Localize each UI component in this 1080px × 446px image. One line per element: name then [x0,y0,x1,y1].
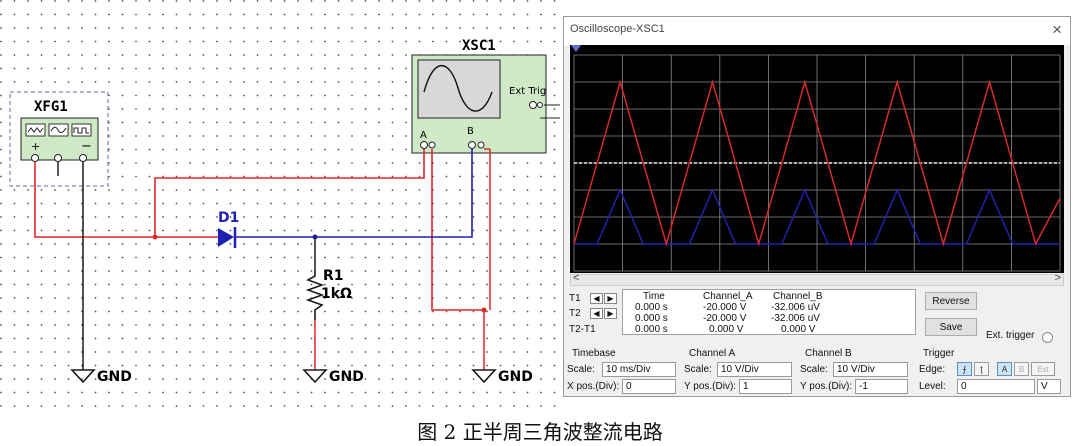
trigger-source-a-button[interactable]: A [997,362,1012,376]
reverse-button[interactable]: Reverse [925,292,977,310]
ext-trigger-label: Ext. trigger [986,330,1035,341]
ground-label-2: GND [329,369,364,385]
t1-left-button[interactable]: ◀ [590,293,603,304]
channel-a-scale-field[interactable]: 10 V/Div [717,362,792,377]
channel-b-ypos-label: Y pos.(Div): [800,381,853,392]
delta-time: 0.000 s [635,324,668,335]
close-icon[interactable]: × [1052,20,1062,39]
ground-symbol-1: GND [70,369,132,385]
channel-b-label: B [467,126,474,137]
trigger-level-field[interactable]: 0 [957,379,1035,394]
channel-b-plus-terminal[interactable] [468,141,476,149]
generator-label: XFG1 [34,99,68,115]
t2-time: 0.000 s [635,313,668,324]
channel-b-minus-terminal[interactable] [477,141,485,149]
channel-a-trace [573,79,1061,247]
scroll-right-icon[interactable]: > [1054,272,1061,284]
delta-channel-a: 0.000 V [709,324,744,335]
oscilloscope-window: Oscilloscope-XSC1 × < > T1 T2 T2-T1 ◀ ▶ … [563,16,1071,397]
window-title: Oscilloscope-XSC1 [570,23,665,35]
resistor-r1[interactable]: R1 1kΩ [305,268,352,320]
t2-t1-label: T2-T1 [569,324,596,335]
header-time: Time [643,291,665,302]
timebase-scale-field[interactable]: 10 ms/Div [602,362,676,377]
function-generator[interactable]: XFG1 + − [9,91,109,187]
timebase-title: Timebase [572,348,616,359]
trigger-level-label: Level: [919,381,946,392]
channel-a-ypos-label: Y pos.(Div): [684,381,737,392]
scope-screen-icon [423,64,493,112]
channel-a-plus-terminal[interactable] [420,141,428,149]
channel-a-scale-label: Scale: [684,364,712,375]
figure-caption: 图 2 正半周三角波整流电路 [417,420,663,444]
ground-symbol-2: GND [302,369,364,385]
window-titlebar[interactable]: Oscilloscope-XSC1 × [564,17,1070,45]
channel-a-ypos-field[interactable]: 1 [739,379,792,394]
diode-label: D1 [218,210,239,226]
generator-minus-label: − [81,139,92,154]
t2-channel-a: -20.000 V [703,313,747,324]
header-channel-b: Channel_B [773,291,823,302]
channel-a-label: A [420,130,427,141]
trigger-source-ext-button[interactable]: Ext [1031,362,1055,376]
timebase-scale-label: Scale: [567,364,595,375]
ext-trig-terminal[interactable] [529,101,537,109]
oscilloscope-symbol[interactable]: XSC1 Ext Trig A B [411,38,560,154]
generator-common-terminal[interactable] [54,154,62,162]
t2-label: T2 [569,308,581,319]
scroll-left-icon[interactable]: < [573,272,580,284]
generator-minus-terminal[interactable] [79,154,87,162]
generator-plus-terminal[interactable] [31,154,39,162]
trigger-edge-label: Edge: [919,364,946,375]
timebase-xpos-field[interactable]: 0 [622,379,676,394]
trigger-rising-edge-button[interactable]: ⨍ [957,362,972,376]
save-button[interactable]: Save [925,318,977,336]
t1-label: T1 [569,293,581,304]
delta-channel-b: 0.000 V [781,324,816,335]
trigger-level-unit[interactable]: V [1037,379,1061,394]
channel-b-title: Channel B [805,348,852,359]
triangle-wave-icon [27,127,44,133]
t2-right-button[interactable]: ▶ [604,308,617,319]
square-wave-icon [73,127,89,134]
ground-symbol-3: GND [471,369,533,385]
channel-b-ypos-field[interactable]: -1 [855,379,908,394]
oscilloscope-label: XSC1 [462,38,496,54]
cursor-panel: T1 T2 T2-T1 ◀ ▶ ◀ ▶ Time Channel_A Chann… [564,287,1072,347]
t1-right-button[interactable]: ▶ [604,293,617,304]
diode-d1[interactable]: D1 [218,210,239,248]
trigger-source-b-button[interactable]: B [1014,362,1029,376]
schematic-canvas: XFG1 + − XSC1 Ext Trig A B [0,0,560,410]
ground-wires [82,148,491,370]
t1-channel-a: -20.000 V [703,302,747,313]
channel-b-trace [574,188,1060,245]
resistor-value: 1kΩ [321,286,352,302]
channel-b-scale-label: Scale: [800,364,828,375]
red-wires [34,149,487,313]
ext-trigger-radio[interactable] [1042,332,1053,343]
t2-left-button[interactable]: ◀ [590,308,603,319]
channel-b-scale-field[interactable]: 10 V/Div [833,362,908,377]
cursor-t1-marker[interactable] [571,45,581,52]
ground-label-3: GND [498,369,533,385]
resistor-label: R1 [323,268,344,284]
diode-triangle [218,228,234,247]
sine-wave-icon [50,126,67,134]
ground-label-1: GND [97,369,132,385]
t2-channel-b: -32.006 uV [771,313,820,324]
scope-traces [573,79,1061,247]
channel-a-minus-terminal[interactable] [428,141,436,149]
scope-display [570,45,1064,273]
header-channel-a: Channel_A [703,291,753,302]
trigger-title: Trigger [923,348,955,359]
t1-channel-b: -32.006 uV [771,302,820,313]
horizontal-scrollbar[interactable]: < > [570,272,1064,286]
ext-trig-label: Ext Trig [509,86,546,97]
generator-plus-label: + [31,140,40,153]
channel-a-title: Channel A [689,348,736,359]
t1-time: 0.000 s [635,302,668,313]
trigger-falling-edge-button[interactable]: ʈ [974,362,989,376]
timebase-xpos-label: X pos.(Div): [567,381,620,392]
cursor-readout-table: Time Channel_A Channel_B 0.000 s -20.000… [622,289,916,335]
